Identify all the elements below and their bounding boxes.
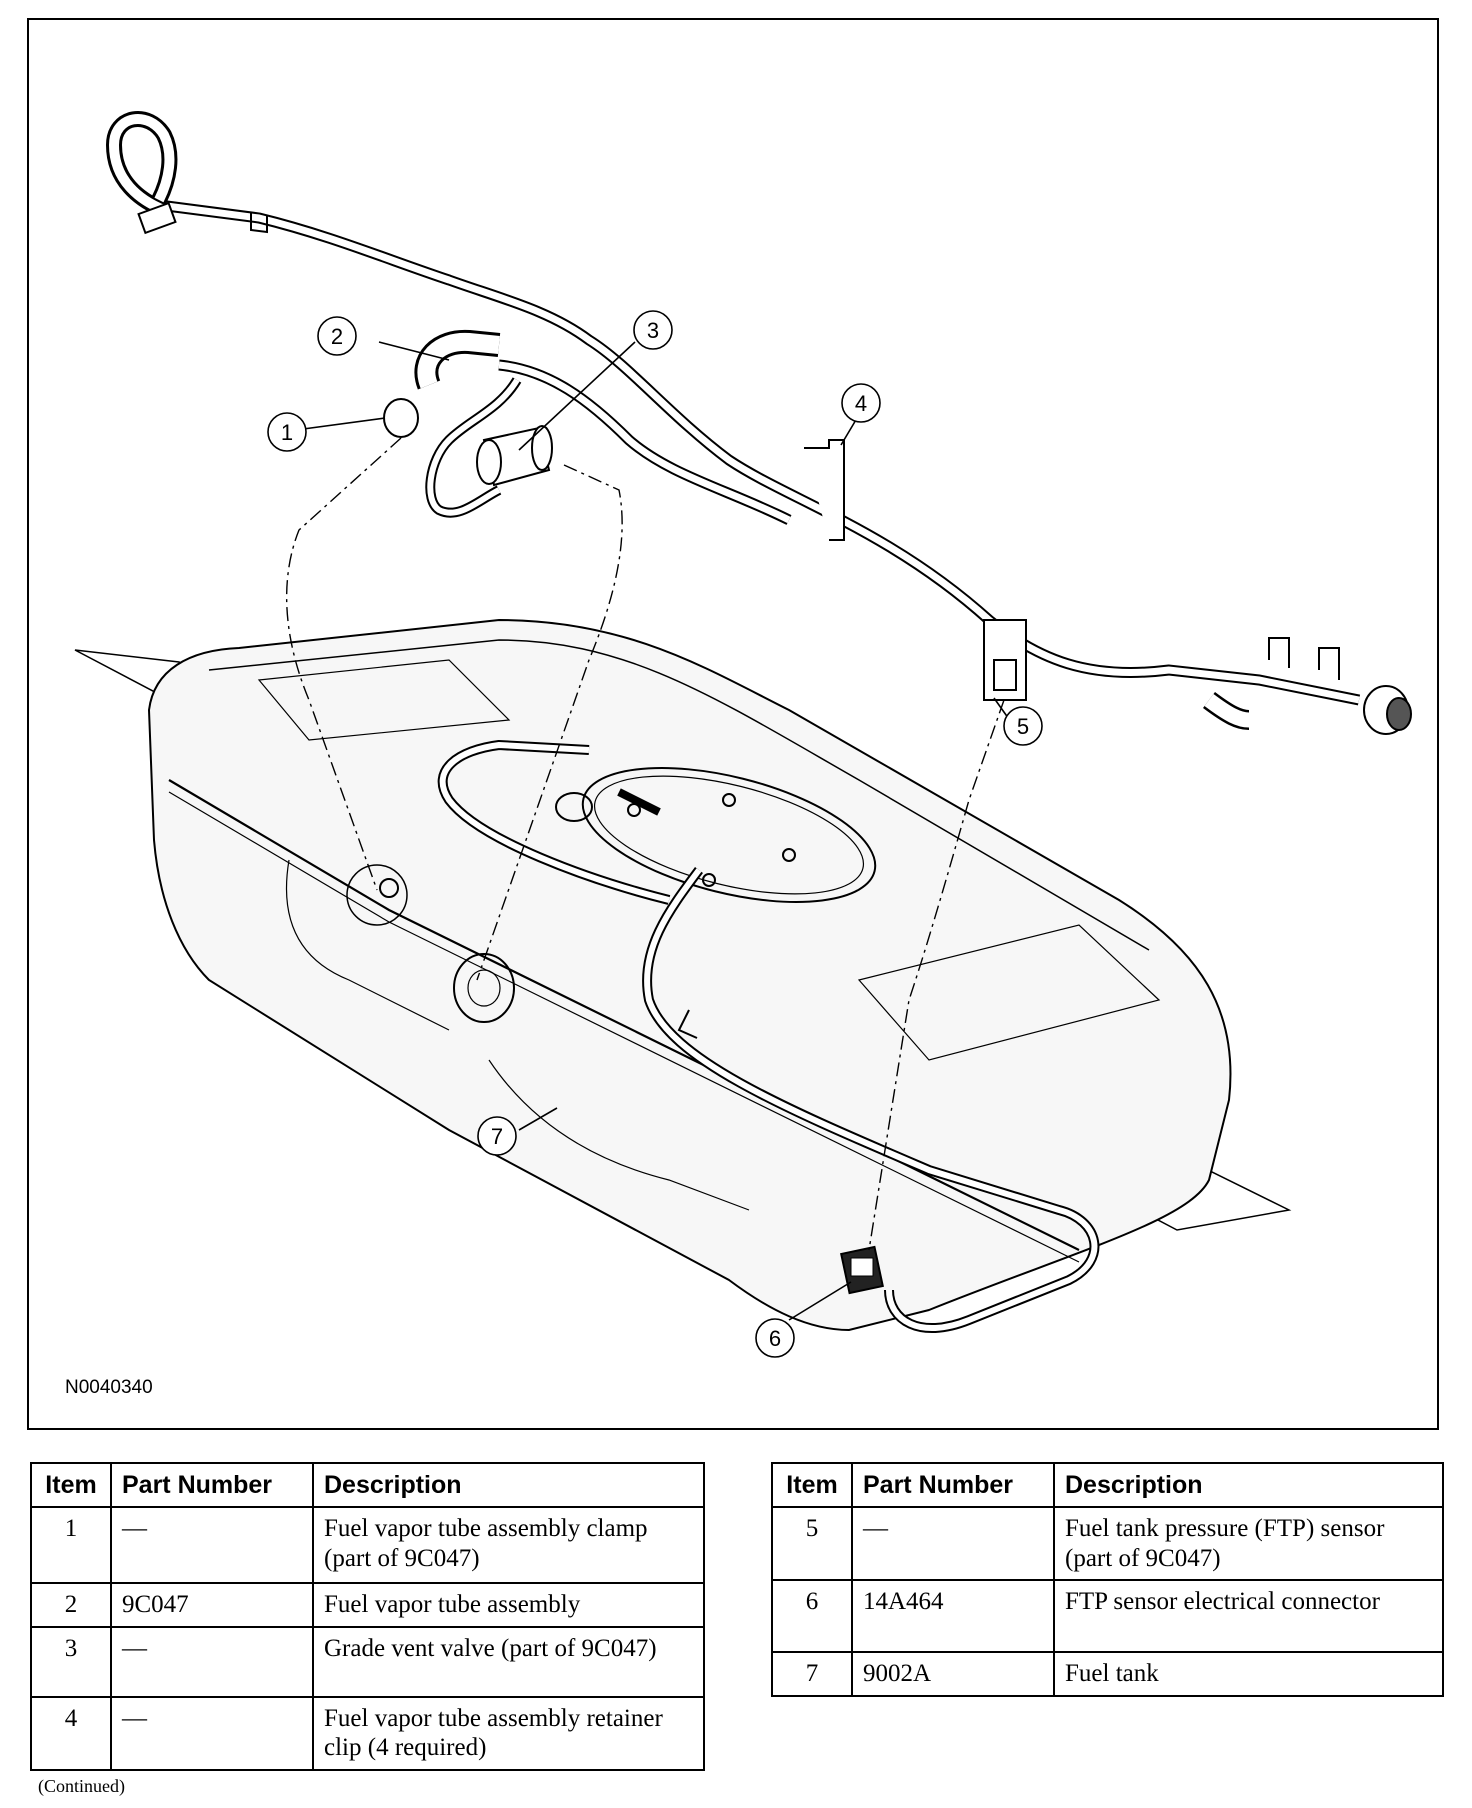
header-description: Description xyxy=(312,1462,705,1508)
vapor-tube-main xyxy=(158,199,1361,706)
tank-top-ridge xyxy=(208,639,1150,951)
callout-circle-4 xyxy=(841,383,881,423)
table-header-row: Item Part Number Description xyxy=(30,1462,705,1508)
table-header-row: Item Part Number Description xyxy=(771,1462,1444,1508)
tank-top-panel-1 xyxy=(257,659,511,741)
callout-circle-5 xyxy=(1003,706,1043,746)
parts-table-right: Item Part Number Description 5 — Fuel ta… xyxy=(771,1462,1444,1697)
callout-label-7: 7 xyxy=(491,1124,503,1149)
fuel-tank-drawing xyxy=(74,618,1292,1334)
assembly-line-valve xyxy=(476,464,623,981)
callout-circle-1 xyxy=(267,412,307,452)
cell-item: 2 xyxy=(30,1582,112,1628)
fuel-system-illustration: 1 2 3 4 5 6 7 xyxy=(74,111,1412,1358)
cell-description: Fuel vapor tube assembly clamp (part of … xyxy=(312,1506,705,1584)
cell-part-number: 9002A xyxy=(851,1651,1055,1697)
callout-label-4: 4 xyxy=(855,391,867,416)
cell-item: 1 xyxy=(30,1506,112,1584)
tank-valve xyxy=(555,792,593,822)
cell-part-number: 14A464 xyxy=(851,1579,1055,1653)
cell-item: 3 xyxy=(30,1625,112,1698)
callout-labels: 1 2 3 4 5 6 7 xyxy=(281,318,1029,1351)
cell-item: 7 xyxy=(771,1651,853,1697)
table-row: 5 — Fuel tank pressure (FTP) sensor (par… xyxy=(771,1506,1444,1581)
header-part-number: Part Number xyxy=(110,1462,314,1508)
callout-circle-2 xyxy=(317,316,357,356)
callout-circle-6 xyxy=(755,1318,795,1358)
cell-item: 4 xyxy=(30,1695,112,1771)
cell-item: 5 xyxy=(771,1506,853,1581)
tank-loop-tube-inner xyxy=(439,741,670,903)
vapor-tube-drawing xyxy=(105,111,1412,735)
cell-part-number: — xyxy=(851,1506,1055,1581)
clamp-drawing xyxy=(383,398,419,438)
retainer-clip-right-1 xyxy=(1268,637,1290,668)
clamp-mount-rosette xyxy=(346,864,408,926)
cell-part-number: — xyxy=(110,1506,314,1584)
header-description: Description xyxy=(1053,1462,1444,1508)
retainer-clip-left xyxy=(250,212,268,234)
cell-description: Fuel tank pressure (FTP) sensor (part of… xyxy=(1053,1506,1444,1581)
table-row: 1 — Fuel vapor tube assembly clamp (part… xyxy=(30,1506,705,1584)
tank-lower-bulge-1 xyxy=(285,859,450,1031)
pump-nut xyxy=(782,848,796,862)
callouts xyxy=(267,310,1043,1358)
cell-part-number: — xyxy=(110,1695,314,1771)
header-item: Item xyxy=(30,1462,112,1508)
assembly-line-sensor xyxy=(868,699,1005,1251)
tank-vapor-tube-inner xyxy=(644,868,1098,1332)
cell-item: 6 xyxy=(771,1579,853,1653)
continued-note: (Continued) xyxy=(38,1776,125,1796)
callout-label-3: 3 xyxy=(647,318,659,343)
vent-valve-seat-inner xyxy=(467,969,501,1007)
vent-valve-seat xyxy=(453,953,515,1023)
tank-valve-stub xyxy=(617,788,661,816)
parts-table-left: Item Part Number Description 1 — Fuel va… xyxy=(30,1462,705,1771)
pump-nut xyxy=(702,873,716,887)
cell-description: Fuel vapor tube assembly xyxy=(312,1582,705,1628)
clamp-mount-center xyxy=(379,878,399,898)
retainer-clip-4 xyxy=(804,439,845,541)
tank-top-panel-2 xyxy=(857,924,1161,1061)
pump-nut xyxy=(722,793,736,807)
header-item: Item xyxy=(771,1462,853,1508)
table-row: 2 9C047 Fuel vapor tube assembly xyxy=(30,1582,705,1628)
tank-outline xyxy=(147,618,1232,1332)
table-row: 4 — Fuel vapor tube assembly retainer cl… xyxy=(30,1695,705,1771)
cell-description: FTP sensor electrical connector xyxy=(1053,1579,1444,1653)
grade-vent-valve-drawing xyxy=(476,425,553,487)
illustration-frame: 1 2 3 4 5 6 7 N0040340 xyxy=(27,18,1439,1430)
table-row: 7 9002A Fuel tank xyxy=(771,1651,1444,1697)
cell-part-number: — xyxy=(110,1625,314,1698)
cell-description: Fuel tank xyxy=(1053,1651,1444,1697)
callout-circle-7 xyxy=(477,1116,517,1156)
callout-label-1: 1 xyxy=(281,420,293,445)
callout-label-5: 5 xyxy=(1017,714,1029,739)
callout-label-2: 2 xyxy=(331,324,343,349)
vapor-tube-left-connector xyxy=(137,201,177,235)
fuel-pump-module-ring xyxy=(581,767,877,903)
tank-lower-bulge-2 xyxy=(488,1059,750,1211)
cell-part-number: 9C047 xyxy=(110,1582,314,1628)
callout-label-6: 6 xyxy=(769,1326,781,1351)
tank-strap-bracket xyxy=(677,1009,698,1039)
table-row: 6 14A464 FTP sensor electrical connector xyxy=(771,1579,1444,1653)
ftp-sensor-drawing xyxy=(983,619,1027,701)
cell-description: Grade vent valve (part of 9C047) xyxy=(312,1625,705,1698)
fuel-pump-module-ring-inner xyxy=(593,775,865,895)
cell-description: Fuel vapor tube assembly retainer clip (… xyxy=(312,1695,705,1771)
assembly-line-clamp xyxy=(285,437,402,891)
figure-id: N0040340 xyxy=(65,1377,153,1398)
assembly-lines xyxy=(285,437,1005,1251)
table-row: 3 — Grade vent valve (part of 9C047) xyxy=(30,1625,705,1698)
callout-circle-3 xyxy=(633,310,673,350)
pump-nut xyxy=(627,803,641,817)
retainer-clip-right-2 xyxy=(1318,647,1340,680)
header-part-number: Part Number xyxy=(851,1462,1055,1508)
